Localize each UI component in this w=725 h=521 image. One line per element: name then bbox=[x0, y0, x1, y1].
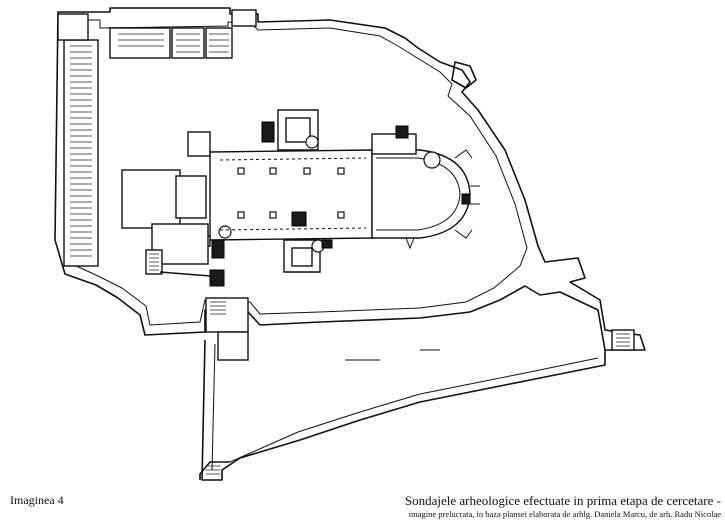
caption-credit: imagine prelucrata, in baza plansei elab… bbox=[408, 509, 721, 519]
north-east-tower bbox=[451, 61, 477, 89]
south-gate bbox=[205, 297, 249, 361]
west-gallery bbox=[57, 13, 99, 267]
north-range bbox=[109, 9, 257, 59]
test-pits bbox=[209, 121, 471, 287]
west-annex bbox=[121, 169, 211, 277]
figure-label: Imaginea 4 bbox=[10, 493, 64, 507]
south-bailey bbox=[199, 329, 635, 481]
caption-title: Sondajele arheologice efectuate in prima… bbox=[404, 493, 721, 508]
church bbox=[187, 109, 480, 273]
